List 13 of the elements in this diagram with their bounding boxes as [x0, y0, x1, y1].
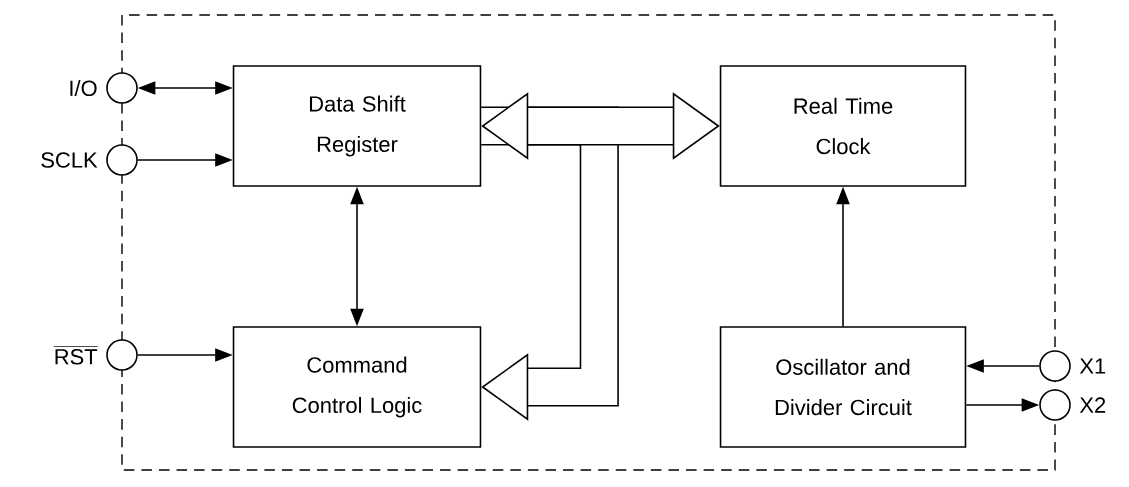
- block-box: Oscillator and Divider Circuit: [719, 326, 967, 448]
- pin-label: I/O: [70, 79, 97, 97]
- pin-circle: [106, 72, 138, 104]
- pin-circle: [106, 144, 138, 176]
- pin-label: SCLK: [41, 152, 98, 168]
- pin-label: RST: [53, 346, 98, 365]
- pin-label: X1: [1079, 358, 1106, 374]
- bus-arrow: [481, 92, 720, 160]
- pin-circle: [1039, 389, 1071, 421]
- pin-circle: [1039, 350, 1071, 382]
- pin-label: X2: [1079, 397, 1106, 413]
- bus-arrow: [481, 106, 619, 421]
- pin-circle: [106, 339, 138, 371]
